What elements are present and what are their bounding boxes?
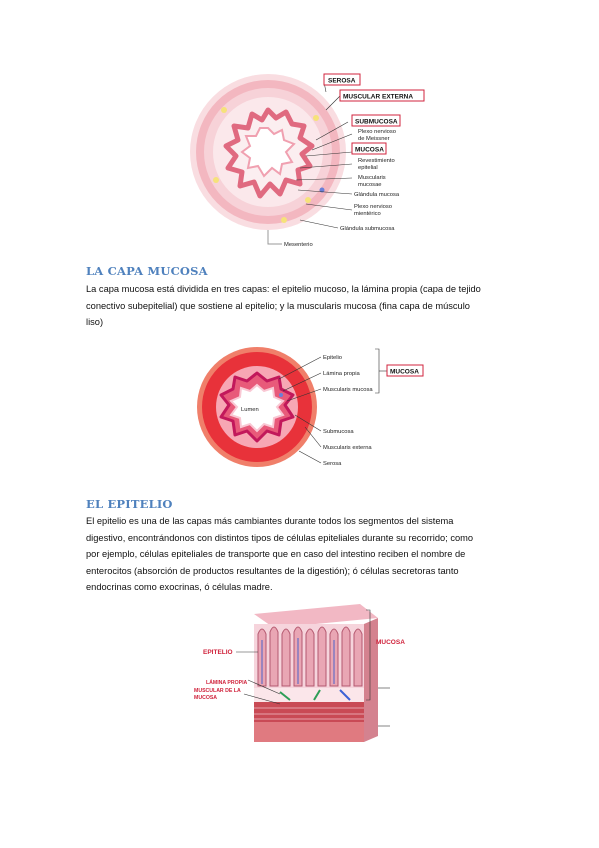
mucosa-label: MUCOSA <box>355 147 384 154</box>
villi <box>257 626 363 687</box>
epitelio-label: Epitelio <box>323 355 342 361</box>
nerve-dot <box>319 187 325 193</box>
mucosa-label: MUCOSA <box>376 639 405 646</box>
gland-dot <box>281 217 287 223</box>
gland-dot <box>221 107 227 113</box>
figure-mucosa-layers: Lumen Epitelio Lámina propia Muscularis … <box>195 343 430 471</box>
paragraph-line: por ejemplo, células epiteliales de tran… <box>86 549 466 559</box>
submucosa-label: SUBMUCOSA <box>355 119 398 126</box>
revestimiento-label-2: epitelial <box>358 165 378 171</box>
mesentery-line <box>267 230 282 245</box>
lamina-propia-label: LÁMINA PROPIA <box>206 679 248 686</box>
serosa-label: SEROSA <box>328 78 356 85</box>
submucosa-label: Submucosa <box>323 429 354 435</box>
glandula-mucosa-label: Glándula mucosa <box>354 192 400 198</box>
block-side <box>364 618 378 742</box>
paragraph-line: enterocitos (absorción de productos resu… <box>86 565 459 576</box>
section-paragraph-epitelio: El epitelio es una de las capas más camb… <box>86 513 516 596</box>
figure-epitelio-block: EPITELIO MUCOSA LÁMINA PROPIA MUSCULAR D… <box>190 600 430 748</box>
epitelio-label: EPITELIO <box>203 649 233 656</box>
paragraph-line: conectivo subepitelial) que sostiene al … <box>86 300 470 311</box>
block-top <box>254 604 378 628</box>
paragraph-line: El epitelio es una de las capas más camb… <box>86 516 454 526</box>
vessels <box>261 638 335 684</box>
glandula-submucosa-label: Glándula submucosa <box>340 226 395 232</box>
lamina-propia-label: Lámina propia <box>323 371 361 377</box>
section-paragraph-capa-mucosa: La capa mucosa está dividida en tres cap… <box>86 281 516 331</box>
muscle-fibers <box>254 707 364 720</box>
section-heading-capa-mucosa: LA CAPA MUCOSA <box>86 264 208 278</box>
plexo-meissner-label-2: de Meissner <box>358 136 390 142</box>
lamina-detail <box>279 689 321 701</box>
lumen-area <box>240 127 296 178</box>
submucosa-label-box <box>351 114 401 127</box>
outer-muscle-band <box>254 722 364 742</box>
mucosa-label-box <box>351 142 387 155</box>
vessel-detail <box>339 689 351 701</box>
gland-dot <box>305 197 311 203</box>
plexo-mienterico-label-1: Plexo nervioso <box>354 204 392 210</box>
leader-lines <box>295 81 353 229</box>
mesenterio-label: Mesenterio <box>284 242 313 248</box>
gland-dot <box>213 177 219 183</box>
muscularis-mucosa-label: Muscularis mucosa <box>323 387 373 393</box>
muscular-externa-label: MUSCULAR EXTERNA <box>343 94 413 101</box>
muscularis-label-2: mucosae <box>358 182 382 188</box>
paragraph-line: La capa mucosa está dividida en tres cap… <box>86 284 481 294</box>
lamina-propia-band <box>254 688 364 702</box>
plexo-meissner-label-1: Plexo nervioso <box>358 129 396 135</box>
leader-lines <box>236 609 390 727</box>
muscularis-externa-label: Muscularis externa <box>323 445 372 451</box>
paragraph-line: digestivo, encontrándonos con distintos … <box>86 532 474 543</box>
revestimiento-label-1: Revestimiento <box>358 158 395 164</box>
serosa-label: Serosa <box>323 461 342 467</box>
muscular-mucosa-label-2: MUCOSA <box>194 695 217 701</box>
lumen-label: Lumen <box>241 407 259 413</box>
lumen-shape <box>229 383 285 433</box>
figure-intestine-layers: SEROSA MUSCULAR EXTERNA SUBMUCOSA Plexo … <box>188 70 438 250</box>
muscular-externa-label-box <box>339 89 425 102</box>
muscle-band <box>254 702 364 722</box>
vessel-dot <box>279 393 283 397</box>
section-heading-epitelio: EL EPITELIO <box>86 497 173 511</box>
paragraph-line: endocrinas como exocrinas, ó células mad… <box>86 582 273 592</box>
plexo-mienterico-label-2: mientérico <box>354 211 381 217</box>
muscularis-label-1: Muscularis <box>358 175 386 181</box>
paragraph-line: liso) <box>86 317 104 327</box>
gland-dot <box>313 115 319 121</box>
mucosa-box <box>386 364 424 377</box>
serosa-label-box <box>323 73 361 86</box>
muscular-mucosa-label-1: MUSCULAR DE LA <box>194 688 241 694</box>
leader-lines <box>278 348 387 464</box>
mucosa-box-label: MUCOSA <box>390 369 419 376</box>
